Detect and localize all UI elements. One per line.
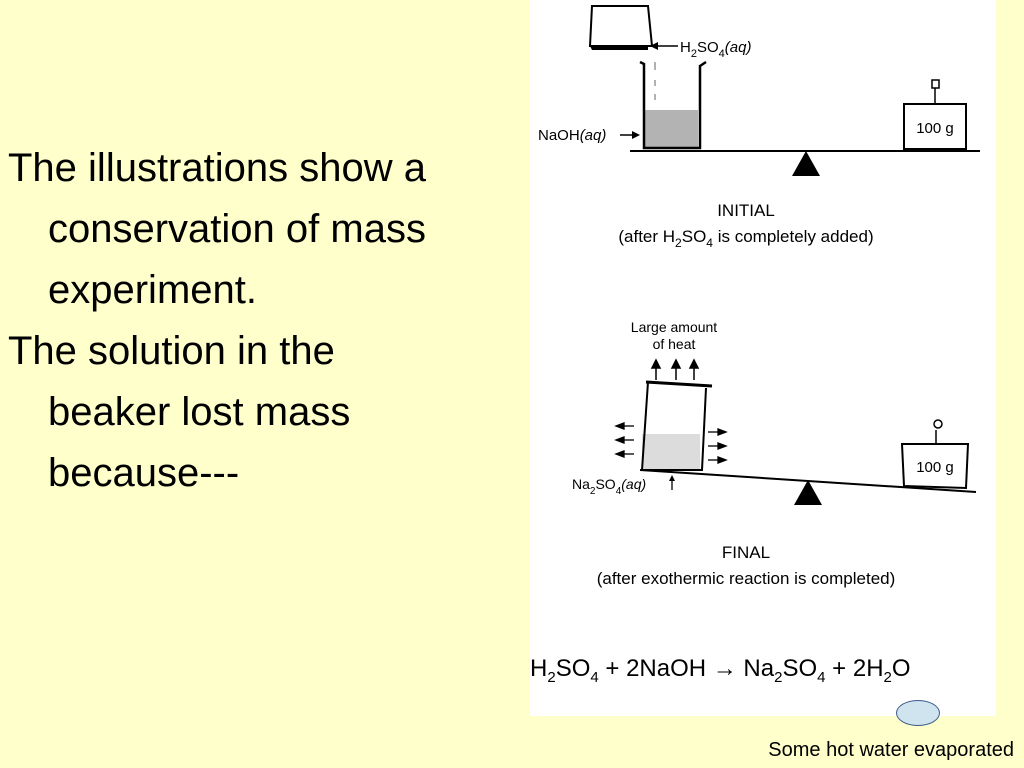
paragraph-2: The solution in the beaker lost mass bec… — [8, 329, 351, 495]
pouring-container-icon — [588, 5, 654, 50]
final-title: FINAL — [722, 543, 770, 562]
acid-label: H2SO4(aq) — [680, 39, 751, 60]
tilted-beaker-icon — [640, 380, 713, 471]
final-subtitle: (after exothermic reaction is completed) — [597, 569, 896, 588]
paragraph-1: The illustrations show a conservation of… — [8, 146, 426, 312]
base-label: NaOH(aq) — [538, 127, 606, 144]
heat-label-line2: of heat — [653, 336, 696, 352]
reaction-arrow: → — [712, 655, 737, 682]
beaker-icon — [639, 60, 707, 150]
answer-caption: Some hot water evaporated — [768, 739, 1014, 761]
product-label: Na2SO4(aq) — [572, 476, 646, 497]
fulcrum-icon — [794, 480, 822, 505]
reveal-button[interactable] — [896, 700, 940, 726]
heat-label-line1: Large amount — [631, 319, 718, 335]
fulcrum-icon — [792, 151, 820, 176]
initial-subtitle: (after H2SO4 is completely added) — [618, 227, 873, 250]
weight-icon — [900, 419, 970, 490]
side-arrows-icon — [614, 422, 728, 464]
initial-title: INITIAL — [717, 201, 775, 220]
experiment-diagram: H2SO4(aq) NaOH(aq) 100 g INITIAL (after … — [538, 5, 980, 588]
weight-label-initial: 100 g — [916, 120, 954, 137]
reaction-equation: H2SO4 + 2NaOH → Na2SO4 + 2H2O — [530, 655, 911, 686]
weight-icon — [903, 79, 967, 150]
experiment-figure: H2SO4(aq) NaOH(aq) 100 g INITIAL (after … — [530, 0, 996, 716]
weight-label-final: 100 g — [916, 459, 954, 476]
slide-text: The illustrations show a conservation of… — [8, 138, 448, 504]
heat-arrows-icon — [650, 358, 700, 380]
